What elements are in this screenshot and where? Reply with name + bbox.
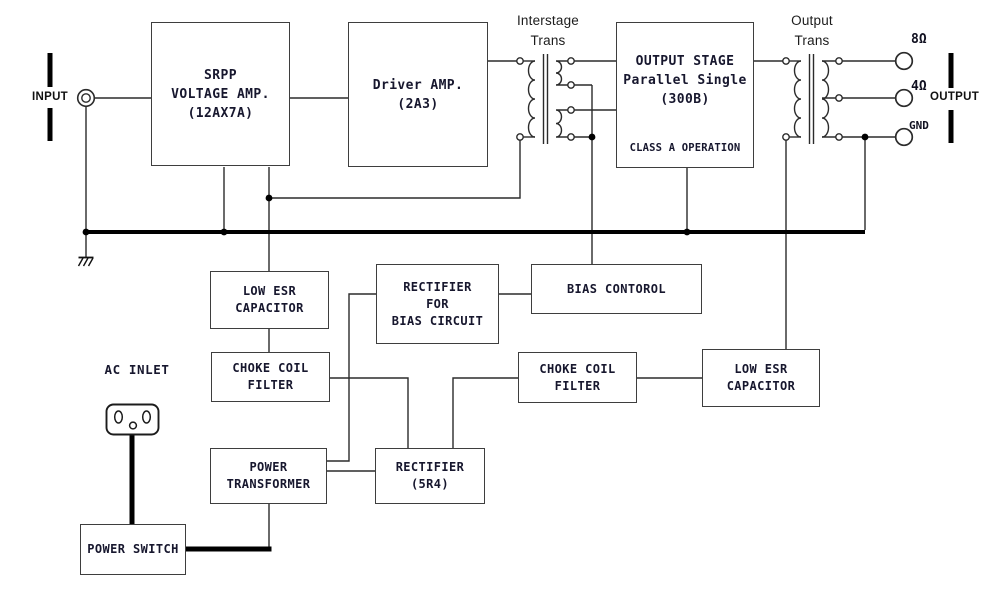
block-line: CHOKE COIL [232, 361, 309, 375]
block-line: BIAS CONTOROL [566, 281, 667, 296]
block-line: RECTIFIER [403, 279, 472, 294]
block-low-esr-capacitor-right: LOW ESR CAPACITOR [702, 349, 820, 407]
block-line: Driver AMP. [372, 77, 464, 93]
block-line: (12AX7A) [187, 105, 254, 121]
junction-dot [265, 194, 273, 202]
block-choke-coil-filter-left: CHOKE COIL FILTER [211, 352, 330, 402]
block-power-switch: POWER SWITCH [80, 524, 186, 575]
block-line: CHOKE COIL [539, 361, 616, 376]
wire-interstage-return [269, 140, 521, 199]
block-line: RECTIFIER [395, 460, 465, 474]
input-label: INPUT [32, 91, 68, 103]
block-line: CAPACITOR [235, 301, 304, 315]
output-bar-bottom [948, 110, 954, 143]
block-line: CAPACITOR [726, 379, 796, 393]
block-line: Parallel Single [623, 72, 747, 88]
block-line: LOW ESR [242, 284, 297, 298]
output-transformer-icon [782, 54, 843, 144]
block-line: POWER SWITCH [87, 542, 179, 556]
junction-dot [82, 228, 90, 236]
ac-inlet-icon [105, 403, 160, 436]
chassis-ground-icon [77, 256, 94, 267]
block-line: (5R4) [410, 477, 450, 491]
block-line: VOLTAGE AMP. [171, 86, 270, 102]
interstage-transformer-icon [516, 54, 575, 144]
label-line: Trans [530, 33, 566, 48]
ac-inlet-label: AC INLET [104, 362, 170, 377]
input-jack-icon [76, 88, 96, 108]
class-a-note: CLASS A OPERATION [629, 142, 741, 154]
junction-dot [588, 133, 596, 141]
terminal-4ohm [894, 88, 914, 108]
tap-label-4ohm: 4Ω [911, 79, 927, 94]
output-label: OUTPUT [930, 91, 980, 103]
block-line: LOW ESR [734, 362, 788, 376]
wire-chokeleft-to-rect5r4 [330, 377, 409, 448]
tap-label-gnd: GND [909, 119, 929, 132]
terminal-8ohm [894, 51, 914, 71]
block-line: (300B) [660, 91, 710, 107]
output-trans-label: Output Trans [764, 11, 860, 51]
block-line: SRPP [204, 67, 237, 83]
block-line: FILTER [554, 378, 601, 393]
block-line: OUTPUT STAGE [635, 53, 735, 69]
terminal-gnd [894, 127, 914, 147]
block-line: TRANSFORMER [226, 477, 311, 491]
wire-chokeright-to-rect5r4 [452, 377, 518, 448]
interstage-trans-label: Interstage Trans [500, 11, 596, 51]
block-line: BIAS CIRCUIT [391, 313, 484, 328]
block-line: FOR [426, 296, 449, 311]
block-power-transformer: POWER TRANSFORMER [210, 448, 327, 504]
output-bar-top [948, 53, 954, 88]
block-srpp-voltage-amp: SRPP VOLTAGE AMP. (12AX7A) [151, 22, 290, 166]
block-low-esr-capacitor-left: LOW ESR CAPACITOR [210, 271, 329, 329]
label-line: Output [791, 13, 833, 28]
junction-dot [220, 228, 228, 236]
block-line: FILTER [247, 378, 294, 392]
junction-dots [82, 133, 869, 236]
junction-dot [861, 133, 869, 141]
block-driver-amp: Driver AMP. (2A3) [348, 22, 488, 167]
junction-dot [683, 228, 691, 236]
block-rectifier-5r4: RECTIFIER (5R4) [375, 448, 485, 504]
input-bar-top [47, 53, 53, 87]
block-choke-coil-filter-right: CHOKE COIL FILTER [518, 352, 637, 403]
input-bar-bottom [47, 108, 53, 141]
label-line: Trans [794, 33, 830, 48]
tap-label-8ohm: 8Ω [911, 32, 927, 47]
block-output-stage: OUTPUT STAGE Parallel Single (300B) CLAS… [616, 22, 754, 168]
block-line: POWER [249, 460, 288, 474]
block-bias-control: BIAS CONTOROL [531, 264, 702, 314]
label-line: Interstage [516, 13, 580, 28]
block-rectifier-bias: RECTIFIER FOR BIAS CIRCUIT [376, 264, 499, 344]
block-line: (2A3) [397, 96, 439, 112]
